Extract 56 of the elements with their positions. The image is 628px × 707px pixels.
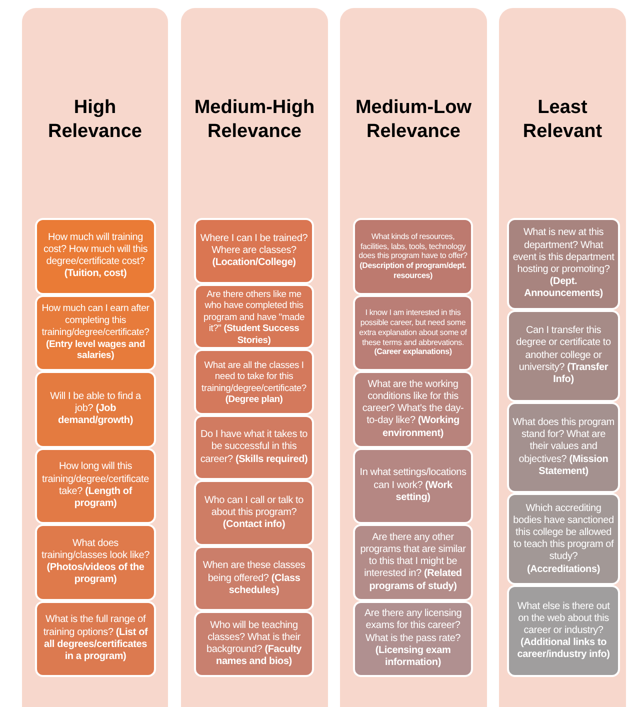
question-text: What kinds of resources, facilities, labs, tools, technology does this program have to offer? (Description of program/dept. resources) (358, 232, 468, 281)
question-text: Which accrediting bodies have sanctioned this college be allowed to teach this program of study? (Accreditations) (512, 502, 615, 576)
question-text: What is the full range of training options? (List of all degrees/certificates in a program) (42, 614, 149, 664)
question-card (35, 218, 156, 294)
question-card (35, 448, 156, 524)
column-heading: Least Relevant (522, 96, 604, 144)
question-text: When are these classes being offered? (Class schedules) (202, 560, 306, 597)
question-card (353, 448, 473, 524)
question-card (194, 284, 314, 350)
relevance-column (340, 8, 487, 707)
question-text: Are there any licensing exams for this career? What is the pass rate? (Licensing exam information) (363, 608, 463, 670)
column-heading: High Relevance (46, 96, 143, 144)
question-card (353, 218, 473, 294)
question-card (507, 585, 620, 677)
question-card (194, 218, 314, 284)
question-text: How much will training cost? How much will this degree/certificate cost? (Tuition, cost) (42, 232, 149, 281)
question-card (507, 218, 620, 310)
question-text: I know I am interested in this possible career, but need some extra explanation about some of these terms and abbrevations. (Career explanations) (358, 308, 468, 358)
question-text: Who will be teaching classes? What is their background? (Faculty names and bios) (206, 620, 302, 669)
question-text: Are there any other programs that are similar to this that I might be interested in? (Related programs of study) (359, 532, 467, 593)
question-text: Can I transfer this degree or certificate to another college or university? (Transfer Info) (515, 325, 612, 386)
question-card (194, 480, 314, 546)
question-text: Are there others like me who have completed this program and have "made it?" (Student Success Stories) (202, 288, 306, 346)
question-text: What are the working conditions like for this career? What's the day-to-day like? (Working environment) (361, 378, 465, 440)
question-card (35, 600, 156, 677)
question-card (35, 371, 156, 448)
question-card (353, 524, 473, 600)
question-card (194, 349, 314, 415)
question-text: In what settings/locations can I work? (Work setting) (358, 467, 468, 504)
relevance-column (499, 8, 626, 707)
question-text: Do I have what it takes to be successful in this career? (Skills required) (199, 429, 309, 466)
question-text: What else is there out on the web about this career or industry? (Additional links to career/industry info) (516, 600, 611, 662)
question-text: What is new at this department? What event is this department hosting or promoting? (Dept. Announcements) (512, 227, 615, 300)
question-card (507, 402, 620, 494)
relevance-column (181, 8, 328, 707)
question-card (507, 493, 620, 586)
question-text: How long will this training/degree/certificate take? (Length of program) (41, 461, 150, 510)
question-card (507, 310, 620, 402)
question-text: What does training/classes look like? (Photos/videos of the program) (40, 538, 150, 587)
question-card (194, 611, 314, 677)
question-card (353, 371, 473, 448)
question-text: How much can I earn after completing this training/degree/certificate? (Entry level wages and salaries) (40, 303, 150, 362)
column-heading: Medium-High Relevance (193, 96, 316, 144)
relevance-column (22, 8, 168, 707)
question-card (35, 524, 156, 600)
question-text: Will I be able to find a job? (Job demand/growth) (49, 390, 142, 428)
question-card (353, 294, 473, 371)
question-text: What are all the classes I need to take for this training/degree/certificate? (Degree plan) (200, 358, 308, 405)
question-card (194, 414, 314, 480)
question-text: Where I can I be trained? Where are classes? (Location/College) (199, 232, 309, 270)
question-card (194, 546, 314, 612)
column-heading: Medium-Low Relevance (354, 96, 473, 144)
question-text: Who can I call or talk to about this program? (Contact info) (204, 494, 304, 532)
question-text: What does this program stand for? What are their values and objectives? (Mission Statement) (512, 417, 615, 478)
question-card (353, 600, 473, 677)
question-card (35, 294, 156, 371)
